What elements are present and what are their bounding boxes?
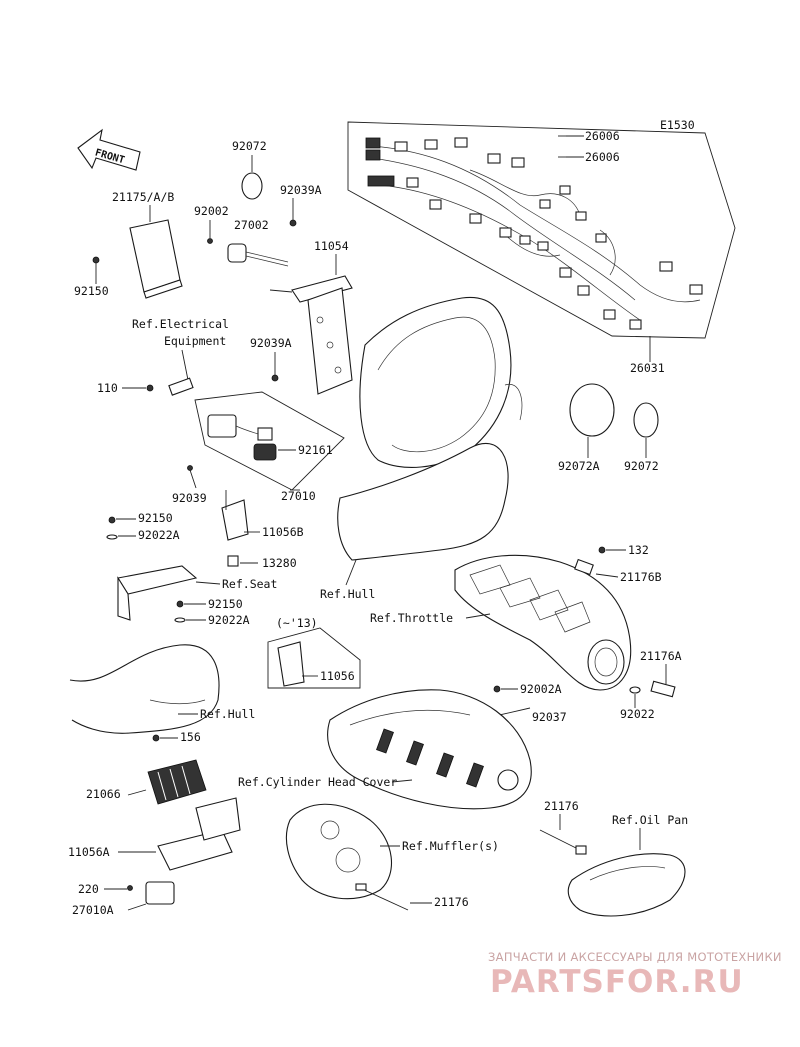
label-26006-b: 26006 bbox=[585, 150, 620, 164]
bracket-11054 bbox=[291, 275, 353, 395]
cylinder-head-cover bbox=[327, 689, 532, 810]
diagram-code: E1530 bbox=[660, 118, 695, 132]
label-27002: 27002 bbox=[234, 218, 269, 232]
label-21176-low: 21176 bbox=[434, 895, 469, 909]
ref-mufflers: Ref.Muffler(s) bbox=[402, 839, 499, 853]
sensor-21176a bbox=[650, 680, 676, 698]
muffler bbox=[285, 803, 393, 900]
relay-27002 bbox=[227, 243, 289, 267]
ref-electrical-1: Ref.Electrical bbox=[132, 317, 229, 331]
label-92039a-mid: 92039A bbox=[250, 336, 292, 350]
oil-pan bbox=[567, 853, 686, 917]
label-27010: 27010 bbox=[281, 489, 316, 503]
bracket-11056b bbox=[221, 499, 249, 541]
label-92022a-low: 92022A bbox=[208, 613, 250, 627]
sensor-21176-mid bbox=[539, 829, 587, 855]
relay-27010 bbox=[207, 414, 277, 461]
watermark-brand: PARTSFOR.RU bbox=[490, 964, 744, 1000]
regulator-21066 bbox=[147, 759, 207, 805]
ref-electrical-2: Equipment bbox=[164, 334, 226, 348]
wiring-harness-group: E1530 26006 bbox=[347, 118, 736, 375]
label-92072-top: 92072 bbox=[232, 139, 267, 153]
front-arrow: FRONT bbox=[77, 128, 141, 171]
label-92039a-top: 92039A bbox=[280, 183, 322, 197]
label-92022a-mid: 92022A bbox=[138, 528, 180, 542]
clamp-92072-top bbox=[241, 172, 263, 200]
label-11054: 11054 bbox=[314, 239, 349, 253]
label-92037: 92037 bbox=[532, 710, 567, 724]
label-21066: 21066 bbox=[86, 787, 121, 801]
clip-13280 bbox=[227, 555, 239, 567]
label-21176-mid: 21176 bbox=[544, 799, 579, 813]
label-21175: 21175/A/B bbox=[112, 190, 174, 204]
label-92150-top: 92150 bbox=[74, 284, 109, 298]
box-27010 bbox=[194, 391, 345, 491]
label-21176b: 21176B bbox=[620, 570, 662, 584]
label-92002: 92002 bbox=[194, 204, 229, 218]
label-132: 132 bbox=[628, 543, 649, 557]
label-156: 156 bbox=[180, 730, 201, 744]
bracket-11056 bbox=[277, 641, 305, 687]
hull-lower-left bbox=[69, 644, 220, 734]
clamp-92072a bbox=[569, 383, 615, 437]
throttle-body bbox=[454, 554, 632, 691]
label-27010a: 27010A bbox=[72, 903, 114, 917]
label-11056b: 11056B bbox=[262, 525, 304, 539]
bracket-11056a bbox=[157, 797, 241, 871]
hull-center bbox=[337, 296, 523, 561]
clamp-92072-right bbox=[633, 402, 659, 438]
label-92072a: 92072A bbox=[558, 459, 600, 473]
ecu-group: 21175/A/B 92150 bbox=[74, 190, 183, 299]
label-21176a: 21176A bbox=[640, 649, 682, 663]
label-11056a: 11056A bbox=[68, 845, 110, 859]
ref-oil-pan: Ref.Oil Pan bbox=[612, 813, 688, 827]
relay-27010a bbox=[145, 881, 175, 905]
label-92161: 92161 bbox=[298, 443, 333, 457]
label-92150-low: 92150 bbox=[208, 597, 243, 611]
label-11056-note: (~'13) bbox=[276, 616, 318, 630]
ref-cylinder-head-cover: Ref.Cylinder Head Cover bbox=[238, 775, 397, 789]
ref-hull-low: Ref.Hull bbox=[200, 707, 255, 721]
seat-bracket bbox=[117, 565, 198, 621]
watermark-tagline: ЗАПЧАСТИ И АКСЕССУАРЫ ДЛЯ МОТОТЕХНИКИ bbox=[488, 950, 782, 964]
ref-seat: Ref.Seat bbox=[222, 577, 277, 591]
label-26031: 26031 bbox=[630, 361, 665, 375]
sensor-21176b bbox=[574, 558, 594, 576]
label-11056: 11056 bbox=[320, 669, 355, 683]
label-92150-mid: 92150 bbox=[138, 511, 173, 525]
label-92002a: 92002A bbox=[520, 682, 562, 696]
label-13280: 13280 bbox=[262, 556, 297, 570]
label-220: 220 bbox=[78, 882, 99, 896]
box-11056 bbox=[267, 627, 361, 689]
label-26006-a: 26006 bbox=[585, 129, 620, 143]
label-92022: 92022 bbox=[620, 707, 655, 721]
label-92039: 92039 bbox=[172, 491, 207, 505]
sensor-110 bbox=[168, 377, 194, 396]
ref-hull-top: Ref.Hull bbox=[320, 587, 375, 601]
label-110: 110 bbox=[97, 381, 118, 395]
ref-throttle: Ref.Throttle bbox=[370, 611, 453, 625]
sensor-21176-low bbox=[355, 883, 409, 911]
label-92072-right: 92072 bbox=[624, 459, 659, 473]
